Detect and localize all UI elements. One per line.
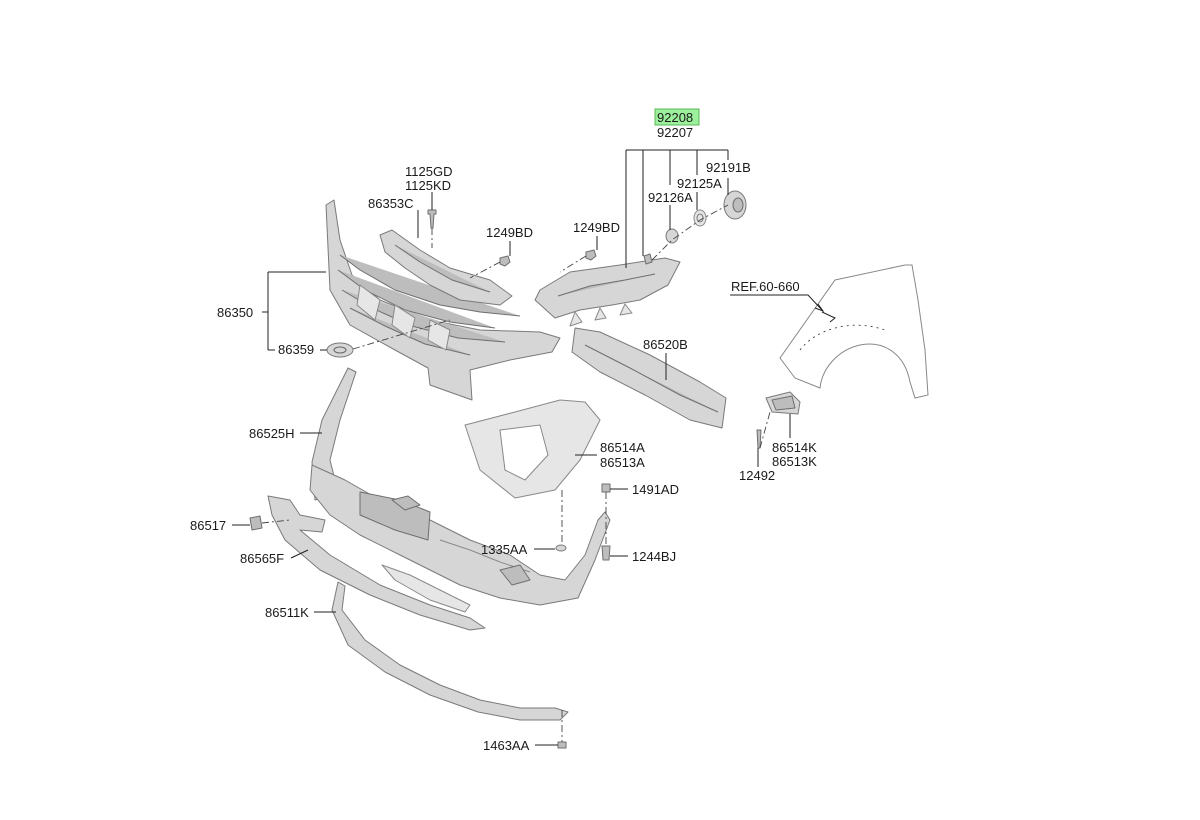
part-labels: 92208 92207 92191B 92125A 92126A 1125GD … — [190, 110, 817, 753]
highlight-box-92208 — [654, 108, 700, 126]
emblem-86359 — [326, 342, 354, 358]
bolt-1244BJ — [601, 545, 611, 561]
headlamp-bulb-92126A — [665, 228, 679, 244]
bumper-cover-86525H — [309, 367, 611, 606]
label-1249BD-b[interactable]: 1249BD — [573, 220, 620, 235]
screw-1249BD-a — [499, 255, 511, 267]
label-92126A[interactable]: 92126A — [648, 190, 693, 205]
label-86513K[interactable]: 86513K — [772, 454, 817, 469]
label-1463AA[interactable]: 1463AA — [483, 738, 530, 753]
label-1491AD[interactable]: 1491AD — [632, 482, 679, 497]
label-86359[interactable]: 86359 — [278, 342, 314, 357]
label-86350[interactable]: 86350 — [217, 305, 253, 320]
assembly-lines — [261, 204, 771, 742]
label-86565F[interactable]: 86565F — [240, 551, 284, 566]
label-86517[interactable]: 86517 — [190, 518, 226, 533]
label-1249BD-a[interactable]: 1249BD — [486, 225, 533, 240]
label-86514A[interactable]: 86514A — [600, 440, 645, 455]
screw-1249BD-b — [585, 249, 597, 261]
label-92191B[interactable]: 92191B — [706, 160, 751, 175]
leader-lines — [232, 149, 825, 746]
nut-1335AA — [555, 544, 567, 552]
label-1335AA[interactable]: 1335AA — [481, 542, 528, 557]
bracket-86517 — [249, 515, 263, 531]
clip-1491AD — [601, 483, 611, 493]
lower-lip-86511K — [331, 581, 569, 721]
label-86511K[interactable]: 86511K — [265, 605, 309, 620]
label-92208[interactable]: 92208 — [657, 110, 693, 125]
label-86514K[interactable]: 86514K — [772, 440, 817, 455]
bumper-absorber-86520B — [571, 327, 727, 429]
front-fender-illustration — [779, 264, 929, 399]
label-92207[interactable]: 92207 — [657, 125, 693, 140]
label-86520B[interactable]: 86520B — [643, 337, 688, 352]
label-12492[interactable]: 12492 — [739, 468, 775, 483]
fog-lamp-cover-86514A — [464, 399, 601, 499]
label-86353C[interactable]: 86353C — [368, 196, 414, 211]
lower-skid-86565F — [267, 495, 486, 631]
headlamp-seal-92125A — [693, 209, 707, 227]
headlamp-cap-92191B — [723, 190, 747, 220]
label-86513A[interactable]: 86513A — [600, 455, 645, 470]
headlamp-assembly-92208 — [534, 257, 681, 327]
label-1125GD[interactable]: 1125GD — [405, 164, 452, 179]
headlamp-screw — [643, 253, 653, 265]
label-1244BJ[interactable]: 1244BJ — [632, 549, 676, 564]
label-92125A[interactable]: 92125A — [677, 176, 722, 191]
side-bracket-86514K — [765, 391, 801, 415]
screw-1125GD — [427, 209, 437, 229]
label-1125KD[interactable]: 1125KD — [405, 178, 451, 193]
label-ref-60-660[interactable]: REF.60-660 — [731, 279, 800, 294]
grille-garnish-86353C — [379, 229, 513, 306]
clip-1463AA — [557, 741, 567, 749]
label-86525H[interactable]: 86525H — [249, 426, 295, 441]
